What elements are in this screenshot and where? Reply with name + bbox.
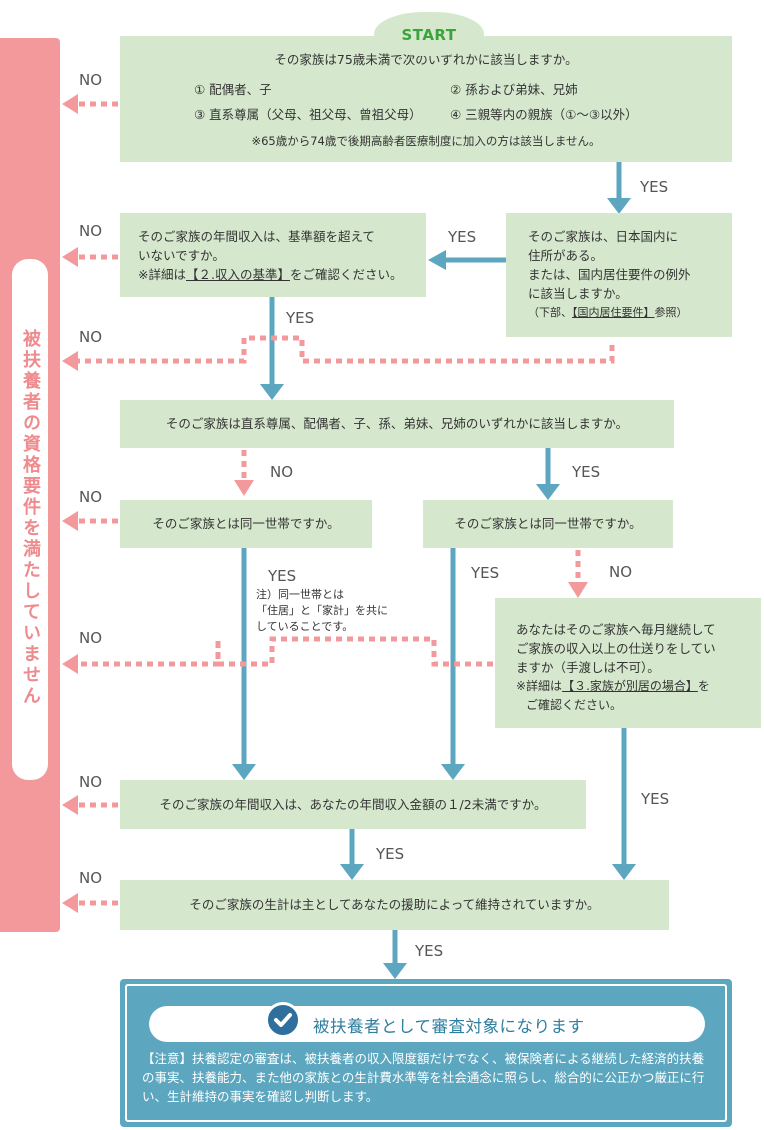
q7-line-4: ※詳細は【３.家族が別居の場合】を [516, 679, 710, 693]
no-label-q1: NO [79, 71, 103, 89]
result-title-pill: 被扶養者として審査対象になります [149, 1002, 705, 1042]
q7-line-1: あなたはそのご家族へ毎月継続して [516, 622, 716, 637]
result-note: 【注意】扶養認定の審査は、被扶養者の収入限度額だけでなく、被保険者による継続した… [142, 1051, 705, 1104]
q2-line-2: 住所がある。 [528, 248, 604, 263]
q7-line-5: ご確認ください。 [526, 698, 623, 712]
no-label-q2: NO [79, 328, 103, 346]
same-household-note: 注）同一世帯とは 「住居」と「家計」を共に していることです。 [256, 587, 388, 635]
q1-option-1: ① 配偶者、子 [194, 82, 272, 97]
question-age-relationship: その家族は75歳未満で次のいずれかに該当しますか。 ① 配偶者、子 ② 孫および… [120, 36, 732, 162]
yes-label-q6: YES [471, 564, 500, 582]
note-line-3: していることです。 [256, 620, 354, 633]
note-line-1: 注）同一世帯とは [256, 588, 344, 601]
note-line-2: 「住居」と「家計」を共に [256, 604, 388, 617]
yes-label-q4: YES [572, 463, 601, 481]
no-label-q4: NO [270, 463, 294, 481]
question-same-household-left: そのご家族とは同一世帯ですか。 [120, 500, 372, 548]
yes-label-q5: YES [268, 567, 297, 585]
q2-line-4: に該当しますか。 [528, 286, 628, 301]
question-income-standard: そのご家族の年間収入は、基準額を超えて いないですか。 ※詳細は【２.収入の基準… [120, 213, 426, 297]
question-domestic-residence: そのご家族は、日本国内に 住所がある。 または、国内居住要件の例外 に該当します… [506, 213, 732, 337]
q3-line-1: そのご家族の年間収入は、基準額を超えて [138, 229, 375, 244]
residence-requirement-link[interactable]: 【国内居住要件】 [572, 306, 655, 319]
no-label-q3: NO [79, 222, 103, 240]
yes-label-q8: YES [376, 845, 405, 863]
income-standard-link[interactable]: 【２.収入の基準】 [185, 267, 290, 282]
q3-line-3: ※詳細は【２.収入の基準】をご確認ください。 [138, 267, 403, 282]
result-title: 被扶養者として審査対象になります [313, 1017, 585, 1036]
no-label-q8: NO [79, 773, 103, 791]
arrow-q7-no [76, 636, 493, 667]
q6-text: そのご家族とは同一世帯ですか。 [454, 516, 642, 531]
q8-text: そのご家族の年間収入は、あなたの年間収入金額の１/2未満ですか。 [159, 797, 547, 812]
q3-line-2: いないですか。 [138, 248, 225, 263]
result-frame: 被扶養者として審査対象になります 【注意】扶養認定の審査は、被扶養者の収入限度額… [125, 984, 727, 1122]
q7-line-2: ご家族の収入以上の仕送りをしてい [516, 641, 716, 656]
no-label-q6: NO [609, 563, 633, 581]
q5-text: そのご家族とは同一世帯ですか。 [152, 516, 340, 531]
arrow-q2-no [76, 335, 615, 364]
sidebar-label: 被扶養者の資格要件を満たしていません [20, 329, 41, 707]
question-livelihood-support: そのご家族の生計は主としてあなたの援助によって維持されていますか。 [120, 880, 669, 930]
no-label-q5: NO [79, 488, 103, 506]
separate-residence-link[interactable]: 【３.家族が別居の場合】 [562, 679, 698, 693]
no-label-q7: NO [79, 629, 103, 647]
q2-line-1: そのご家族は、日本国内に [528, 229, 679, 244]
check-icon [265, 1002, 301, 1038]
not-eligible-sidebar: 被扶養者の資格要件を満たしていません [0, 38, 60, 932]
q1-option-4: ④ 三親等内の親族（①〜③以外） [450, 107, 638, 122]
q1-note: ※65歳から74歳で後期高齢者医療制度に加入の方は該当しません。 [251, 134, 601, 148]
q4-text: そのご家族は直系尊属、配偶者、子、孫、弟妹、兄姉のいずれかに該当しますか。 [165, 416, 629, 431]
no-label-q9: NO [79, 869, 103, 887]
sidebar-label-panel: 被扶養者の資格要件を満たしていません [12, 259, 48, 780]
q1-option-3: ③ 直系尊属（父母、祖父母、曾祖父母） [194, 107, 422, 122]
yes-label-q9: YES [415, 942, 444, 960]
yes-label-q2: YES [448, 228, 477, 246]
question-monthly-support: あなたはそのご家族へ毎月継続して ご家族の収入以上の仕送りをしてい ますか（手渡… [495, 598, 761, 728]
yes-label-q1: YES [640, 178, 669, 196]
q1-text: その家族は75歳未満で次のいずれかに該当しますか。 [274, 52, 578, 67]
start-label: START [374, 12, 484, 56]
yes-label-q7: YES [641, 790, 670, 808]
q7-line-3: ますか（手渡しは不可）。 [516, 660, 660, 675]
q1-option-2: ② 孫および弟妹、兄姉 [450, 82, 578, 97]
question-same-household-right: そのご家族とは同一世帯ですか。 [423, 500, 673, 548]
eligible-result-panel: 被扶養者として審査対象になります 【注意】扶養認定の審査は、被扶養者の収入限度額… [120, 979, 732, 1127]
question-relationship-type: そのご家族は直系尊属、配偶者、子、孫、弟妹、兄姉のいずれかに該当しますか。 [120, 400, 674, 448]
question-income-half: そのご家族の年間収入は、あなたの年間収入金額の１/2未満ですか。 [120, 780, 586, 829]
q2-line-3: または、国内居住要件の例外 [528, 267, 691, 282]
q2-line-5: （下部、【国内居住要件】参照） [528, 306, 688, 319]
yes-label-q3: YES [286, 309, 315, 327]
q9-text: そのご家族の生計は主としてあなたの援助によって維持されていますか。 [189, 897, 600, 912]
